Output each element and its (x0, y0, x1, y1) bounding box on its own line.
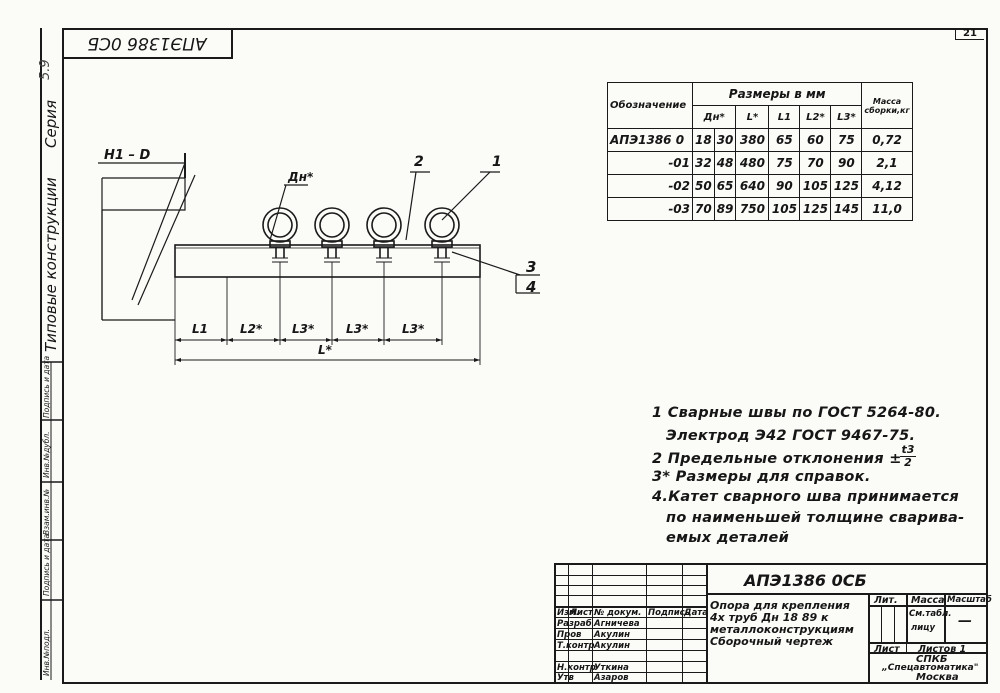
col-head-date: Дата (684, 608, 708, 618)
top-code-box: АПЭ1386 0СБ (63, 29, 233, 59)
org-line-1: СПКБ (916, 654, 948, 665)
sheets-label: Листов 1 (918, 644, 967, 655)
table-row: -03 70 89 750 105 125 145 11,0 (607, 197, 913, 221)
label-dn: Дн* (288, 170, 314, 184)
dim-l3-a: L3* (292, 322, 315, 336)
note-4c: емых деталей (666, 530, 790, 546)
assembly-drawing (98, 153, 540, 365)
dimensions-table: Обозначение Размеры в мм Масса сборки,кг… (607, 82, 913, 221)
tolerance-numerator: t3 (900, 443, 916, 457)
drawing-frame (62, 28, 988, 684)
sub-l: L* (735, 105, 770, 129)
margin-stamp-cells (40, 361, 62, 680)
col-head-list: Лист (570, 608, 593, 618)
top-code-text: АПЭ1386 0СБ (87, 33, 207, 53)
sub-dn: Дн* (691, 105, 737, 129)
sub-l3: L3* (830, 105, 863, 129)
role-3: Т.контр (557, 641, 595, 651)
note-2: 2 Предельные отклонения ± (652, 451, 902, 467)
name-5: Уткина (594, 663, 629, 673)
lit-label: Лит. (874, 595, 898, 606)
mass-label: Масса (911, 595, 945, 606)
margin-stamp-5: Подпись и дата (42, 355, 51, 418)
left-margin-column (40, 28, 64, 680)
note-3: 3* Размеры для справок. (652, 469, 871, 485)
title-code: АПЭ1386 0СБ (744, 571, 867, 590)
note-4b: по наименьшей толщине сварива- (666, 510, 965, 526)
org-line-3: Москва (916, 672, 959, 683)
sheet-label: Лист (874, 644, 900, 655)
role-6: Утв (557, 673, 574, 683)
dim-l3-c: L3* (402, 322, 425, 336)
name-3: Акулин (594, 641, 630, 651)
margin-series-label: Серия (42, 100, 60, 148)
margin-stamp-3: Взам.инв.№ (42, 488, 51, 535)
scale-value: — (958, 613, 972, 629)
dim-total: L* (318, 343, 332, 357)
callout-4: 4 (526, 278, 537, 296)
callout-3: 3 (526, 258, 537, 276)
tolerance-fraction: t3 2 (900, 444, 916, 469)
name-1: Агничева (594, 619, 640, 629)
role-5: Н.контр (557, 663, 596, 673)
tolerance-denominator: 2 (904, 456, 912, 469)
title-line-3: металлоконструкциям (710, 623, 854, 636)
margin-typical-label: Типовые конструкции (42, 177, 60, 352)
margin-stamp-1: Инв.№подл. (42, 629, 51, 676)
col-head-sign: Подпись (648, 608, 691, 618)
col-designation: Обозначение (607, 82, 693, 129)
title-line-4: Сборочный чертеж (710, 635, 834, 648)
col-head-izm: Изм. (557, 608, 580, 618)
name-6: Азаров (594, 673, 629, 683)
name-2: Акулин (594, 630, 630, 640)
margin-series-value: 5.9 (38, 59, 53, 80)
sub-l2: L2* (799, 105, 832, 129)
col-head-doc: № докум. (594, 608, 642, 618)
table-row: -02 50 65 640 90 105 125 4,12 (607, 174, 913, 198)
dim-l1: L1 (192, 322, 208, 336)
role-1: Разраб (557, 619, 592, 629)
label-h1-d: H1 – D (104, 148, 151, 163)
table-row: -01 32 48 480 75 70 90 2,1 (607, 151, 913, 175)
structure-outline (102, 177, 186, 211)
callout-1: 1 (492, 154, 502, 170)
pipe-clamps (262, 207, 460, 258)
scale-label: Масштаб (947, 595, 992, 605)
sheet-number: 21 (955, 29, 984, 40)
callout-2: 2 (414, 154, 424, 170)
title-line-1: Опора для крепления (710, 599, 850, 612)
margin-stamp-2: Подпись и дата (42, 533, 51, 596)
role-2: Пров (557, 630, 582, 640)
dim-l3-b: L3* (346, 322, 369, 336)
org-line-2: „Спецавтоматика" (882, 663, 979, 673)
table-row: АПЭ1386 0 18 30 380 65 60 75 0,72 (607, 128, 913, 152)
title-line-2: 4х труб Дн 18 89 к (710, 611, 829, 624)
dim-l2: L2* (240, 322, 263, 336)
mass-value: См.табл. (909, 609, 952, 619)
sub-l1: L1 (768, 105, 801, 129)
note-4: 4.Катет сварного шва принимается (652, 489, 959, 505)
col-group-dimensions: Размеры в мм (691, 82, 863, 106)
note-1b: Электрод Э42 ГОСТ 9467-75. (666, 428, 916, 444)
note-1: 1 Сварные швы по ГОСТ 5264-80. (652, 405, 942, 421)
col-mass: Масса сборки,кг (861, 82, 913, 129)
mass-value-2: лицу (911, 623, 936, 633)
title-block: АПЭ1386 0СБ Изм. Лист № докум. Подпись Д… (554, 563, 992, 683)
margin-stamp-4: Инв.№дубл. (42, 431, 51, 478)
